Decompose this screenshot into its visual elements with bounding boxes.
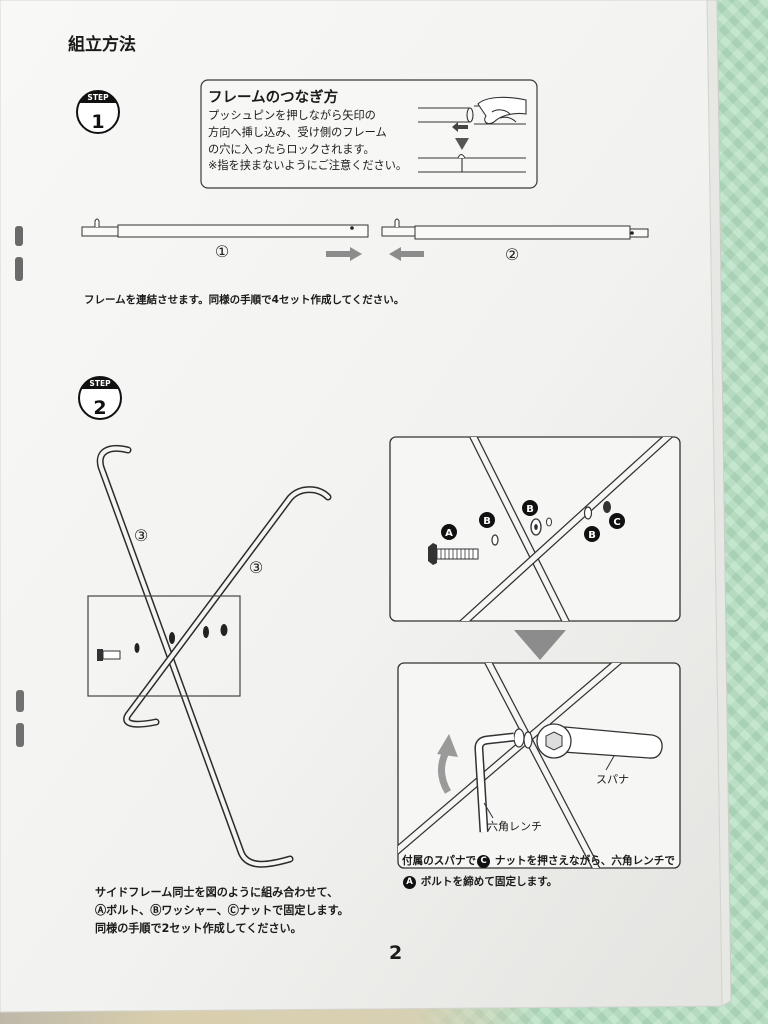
tip-box: [200, 79, 538, 189]
caption-text: ナットを押さえながら、六角レンチで: [494, 855, 675, 867]
hex-key-leader-line: [483, 802, 494, 819]
wrench: [536, 723, 663, 759]
part-label-a: A: [441, 524, 457, 540]
rod-1-label: ③: [134, 526, 148, 545]
page-title: 組立方法: [68, 35, 136, 55]
push-pin-illustration: [418, 96, 527, 125]
tip-box-line: の穴に入ったらロックされます。: [208, 143, 375, 156]
arrow-right-icon: [326, 247, 362, 261]
frame-1-label: ①: [215, 242, 229, 261]
binding-holes: [15, 226, 24, 747]
svg-text:B: B: [526, 504, 534, 515]
frame-1: [81, 218, 369, 238]
spacer-ring: [546, 517, 552, 527]
step-1-badge-label: STEP: [87, 93, 109, 102]
step-1-caption: フレームを連結させます。同様の手順で4セット作成してください。: [84, 294, 405, 306]
hardware-overview-box: [87, 595, 241, 697]
rod-2-label: ③: [249, 558, 263, 577]
down-triangle-icon: [514, 630, 566, 660]
bolt-part-badge: A: [403, 875, 416, 889]
step-2-caption-line: Ⓐボルト、Ⓑワッシャー、Ⓒナットで固定します。: [95, 904, 349, 917]
page-number: 2: [389, 942, 403, 964]
washer: [530, 518, 542, 536]
part-label-c: C: [609, 513, 625, 529]
step-2-detail-caption-line-2: A ボルトを締めて固定します。: [402, 874, 557, 889]
wrench-label: スパナ: [596, 773, 629, 786]
frame-2-label: ②: [505, 245, 519, 264]
part-label-b: B: [522, 500, 538, 516]
tip-box-line: プッシュピンを押しながら矢印の: [208, 109, 376, 122]
step-2-caption-line: サイドフレーム同士を図のように組み合わせて、: [95, 886, 339, 899]
tip-box-heading: フレームのつなぎ方: [208, 90, 339, 106]
svg-text:A: A: [445, 528, 453, 539]
svg-text:B: B: [483, 516, 491, 527]
side-frame-rod-2: [123, 486, 332, 728]
part-label-b: B: [479, 512, 495, 528]
rotate-arrow-icon: [437, 734, 458, 794]
nut: [603, 501, 611, 513]
washer: [583, 506, 593, 520]
hex-key-label: 六角レンチ: [487, 820, 542, 833]
nut-part-badge: C: [477, 854, 491, 868]
part-label-b: B: [584, 526, 600, 542]
caption-text: 付属のスパナで: [402, 855, 477, 867]
step-2-badge-label: STEP: [89, 379, 111, 388]
tightening-detail-box: [397, 662, 681, 869]
washer: [491, 534, 499, 546]
svg-text:B: B: [588, 530, 596, 541]
bolt-parts-detail-box: A B B B C: [389, 436, 681, 622]
wrench-leader-line: [605, 755, 615, 771]
step-2-badge-number: 2: [93, 397, 106, 419]
tip-box-warning: ※指を挟まないようにご注意ください。: [208, 159, 408, 172]
arrow-left-icon: [389, 247, 424, 261]
step-1-badge: STEP 1: [76, 90, 120, 134]
bolt: [428, 543, 479, 565]
step-2-badge: STEP 2: [78, 376, 122, 420]
svg-text:C: C: [613, 517, 620, 528]
frame-2: [381, 218, 649, 240]
down-triangle-icon: [455, 138, 469, 150]
step-2-caption-line: 同様の手順で2セット作成してください。: [95, 922, 302, 935]
push-direction-arrow-icon: [452, 122, 468, 132]
step-1-badge-number: 1: [91, 111, 104, 133]
tip-box-line: 方向へ挿し込み、受け側のフレーム: [208, 126, 387, 139]
caption-text: ボルトを締めて固定します。: [420, 876, 558, 888]
joined-tube-illustration: [418, 153, 526, 173]
hex-key: [474, 732, 515, 833]
